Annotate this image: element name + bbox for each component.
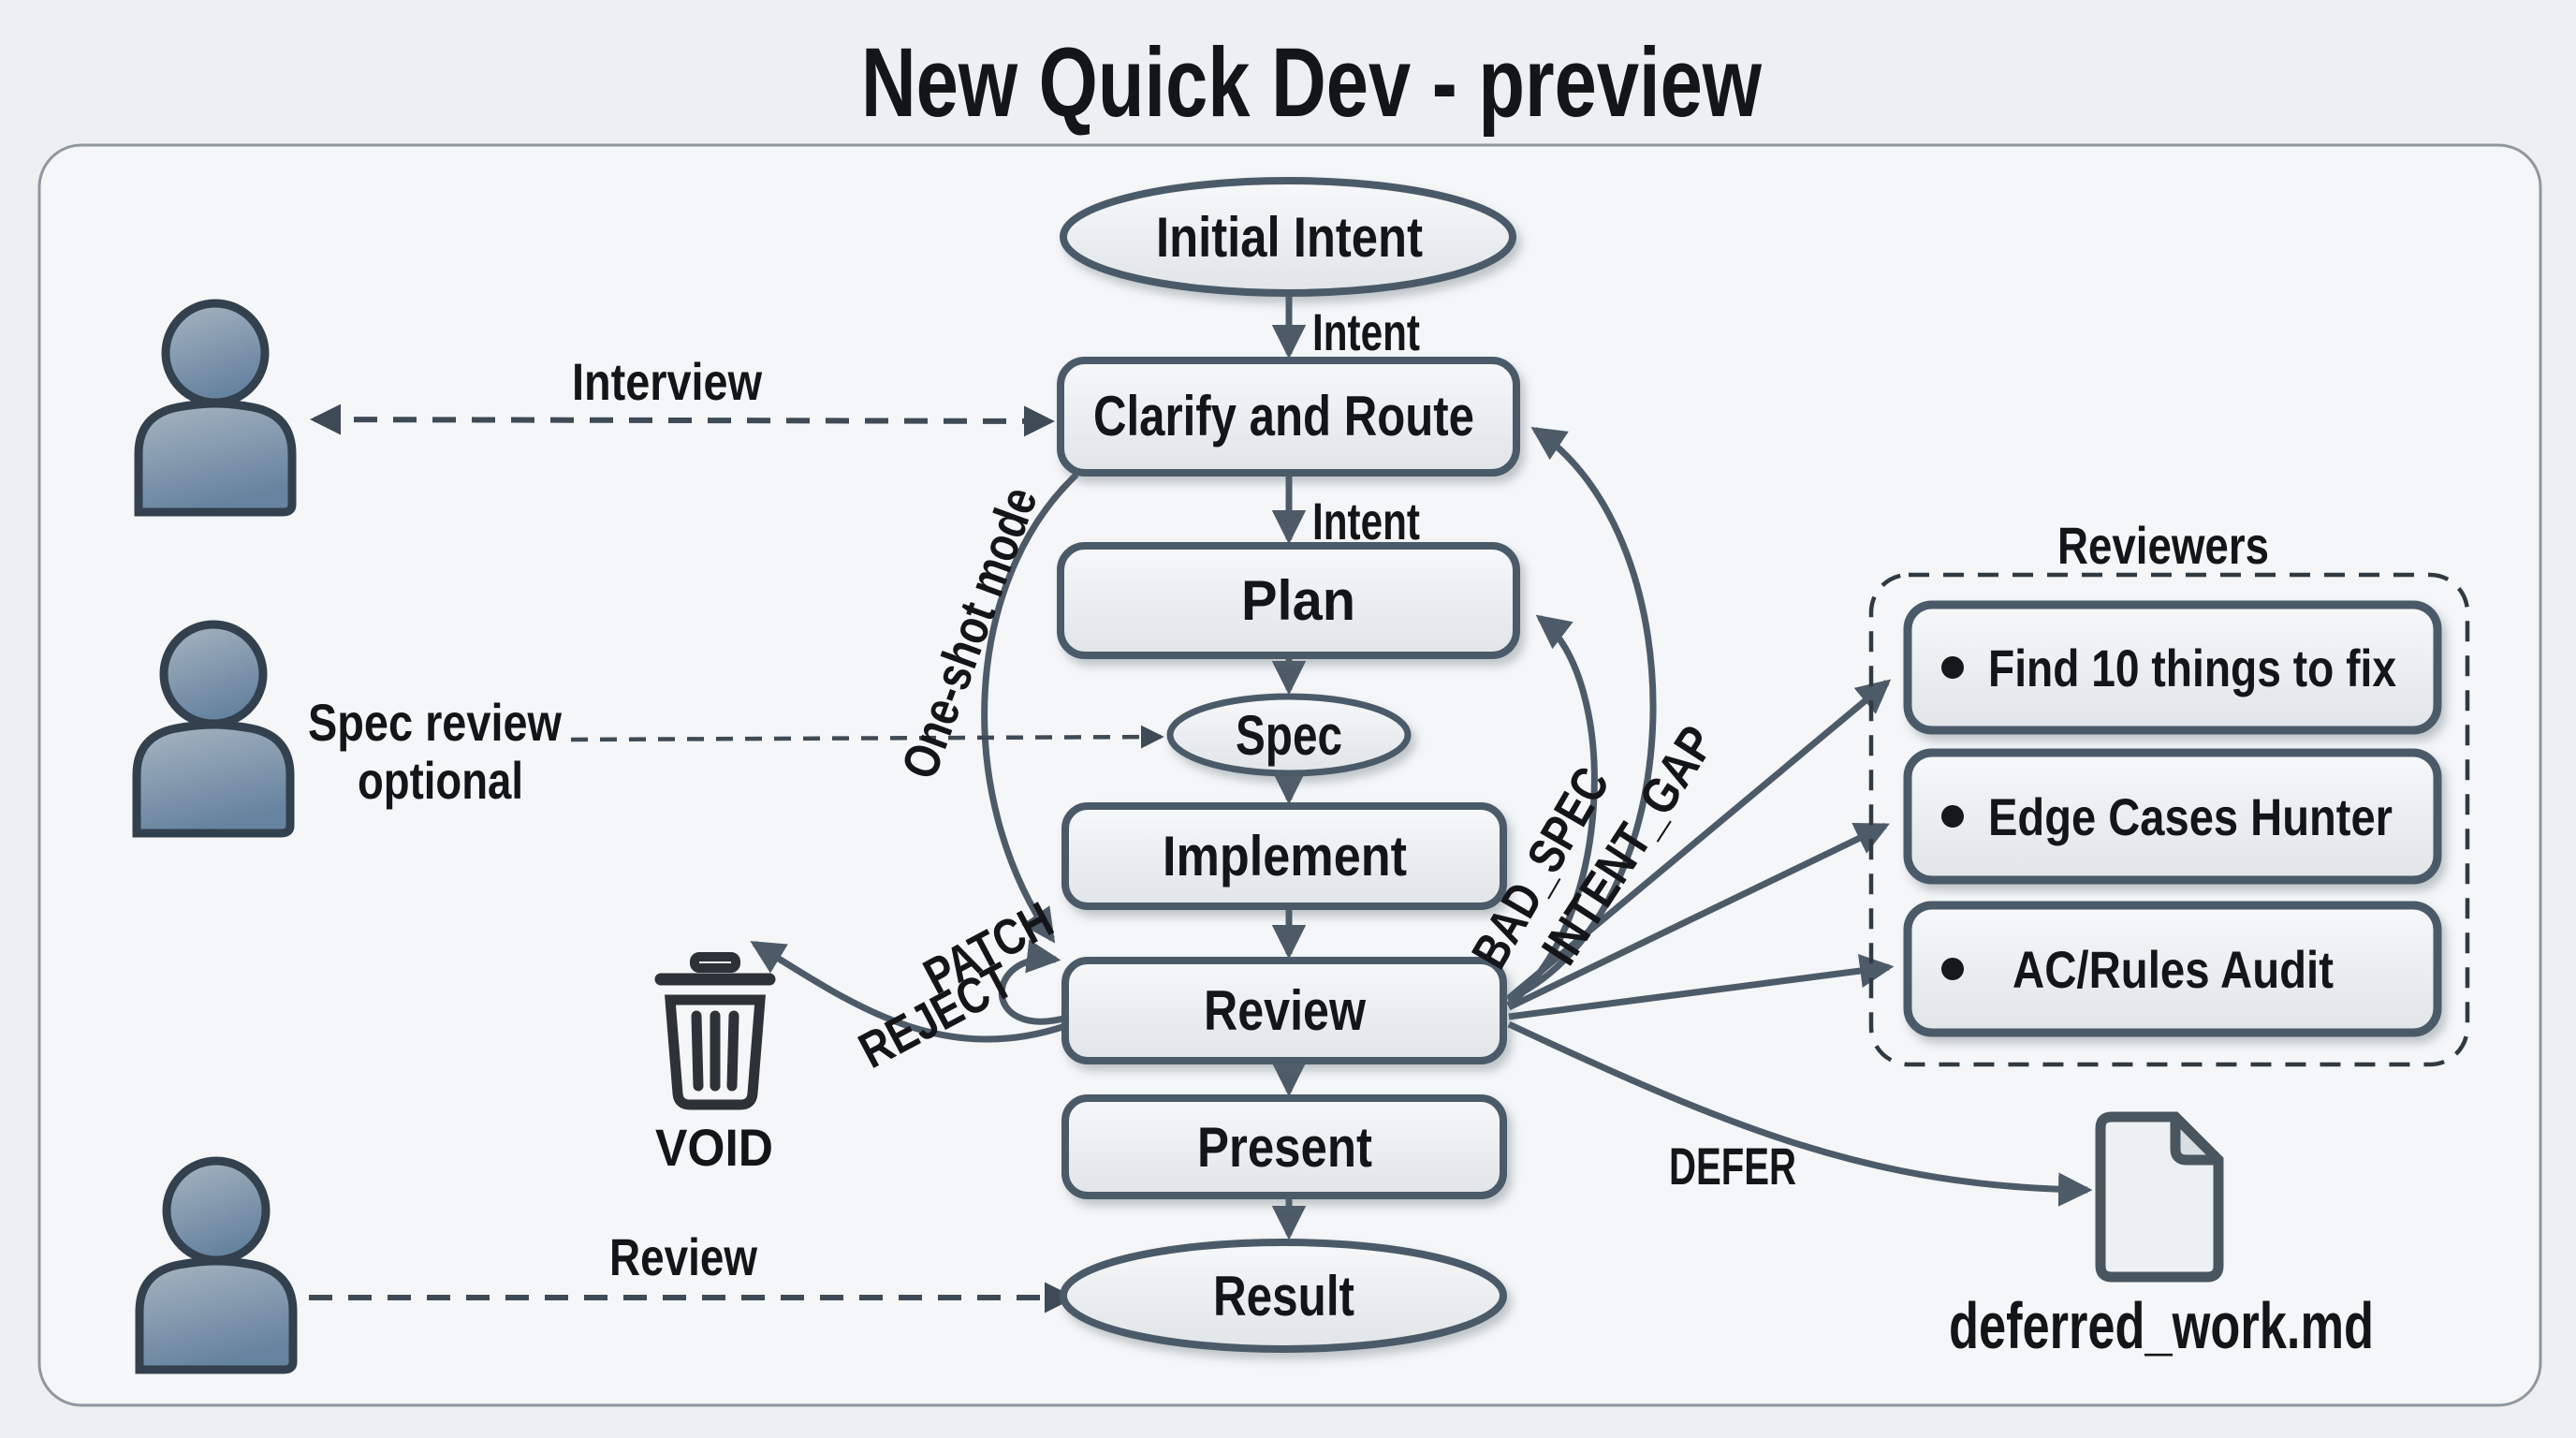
svg-text:AC/Rules Audit: AC/Rules Audit <box>2012 940 2334 999</box>
svg-text:deferred_work.md: deferred_work.md <box>1949 1289 2374 1362</box>
svg-text:optional: optional <box>358 751 523 810</box>
svg-text:Interview: Interview <box>572 352 762 411</box>
svg-text:Reviewers: Reviewers <box>2057 516 2269 575</box>
svg-text:Result: Result <box>1213 1265 1354 1328</box>
svg-text:DEFER: DEFER <box>1669 1137 1796 1196</box>
svg-text:Implement: Implement <box>1163 825 1407 888</box>
svg-text:Clarify and Route: Clarify and Route <box>1093 385 1474 448</box>
svg-text:Plan: Plan <box>1241 569 1355 632</box>
svg-text:VOID: VOID <box>655 1118 773 1177</box>
svg-text:Initial Intent: Initial Intent <box>1156 206 1423 269</box>
svg-text:Spec review: Spec review <box>308 693 562 752</box>
svg-text:Spec: Spec <box>1236 704 1342 767</box>
svg-text:Intent: Intent <box>1312 492 1420 550</box>
svg-text:Edge Cases Hunter: Edge Cases Hunter <box>1988 787 2393 846</box>
svg-text:New Quick Dev - preview: New Quick Dev - preview <box>861 28 1762 138</box>
svg-text:Present: Present <box>1197 1116 1372 1179</box>
svg-text:Intent: Intent <box>1312 302 1420 361</box>
svg-text:Review: Review <box>1204 979 1366 1042</box>
svg-text:Find 10 things to fix: Find 10 things to fix <box>1988 638 2396 697</box>
svg-text:Review: Review <box>609 1227 757 1286</box>
